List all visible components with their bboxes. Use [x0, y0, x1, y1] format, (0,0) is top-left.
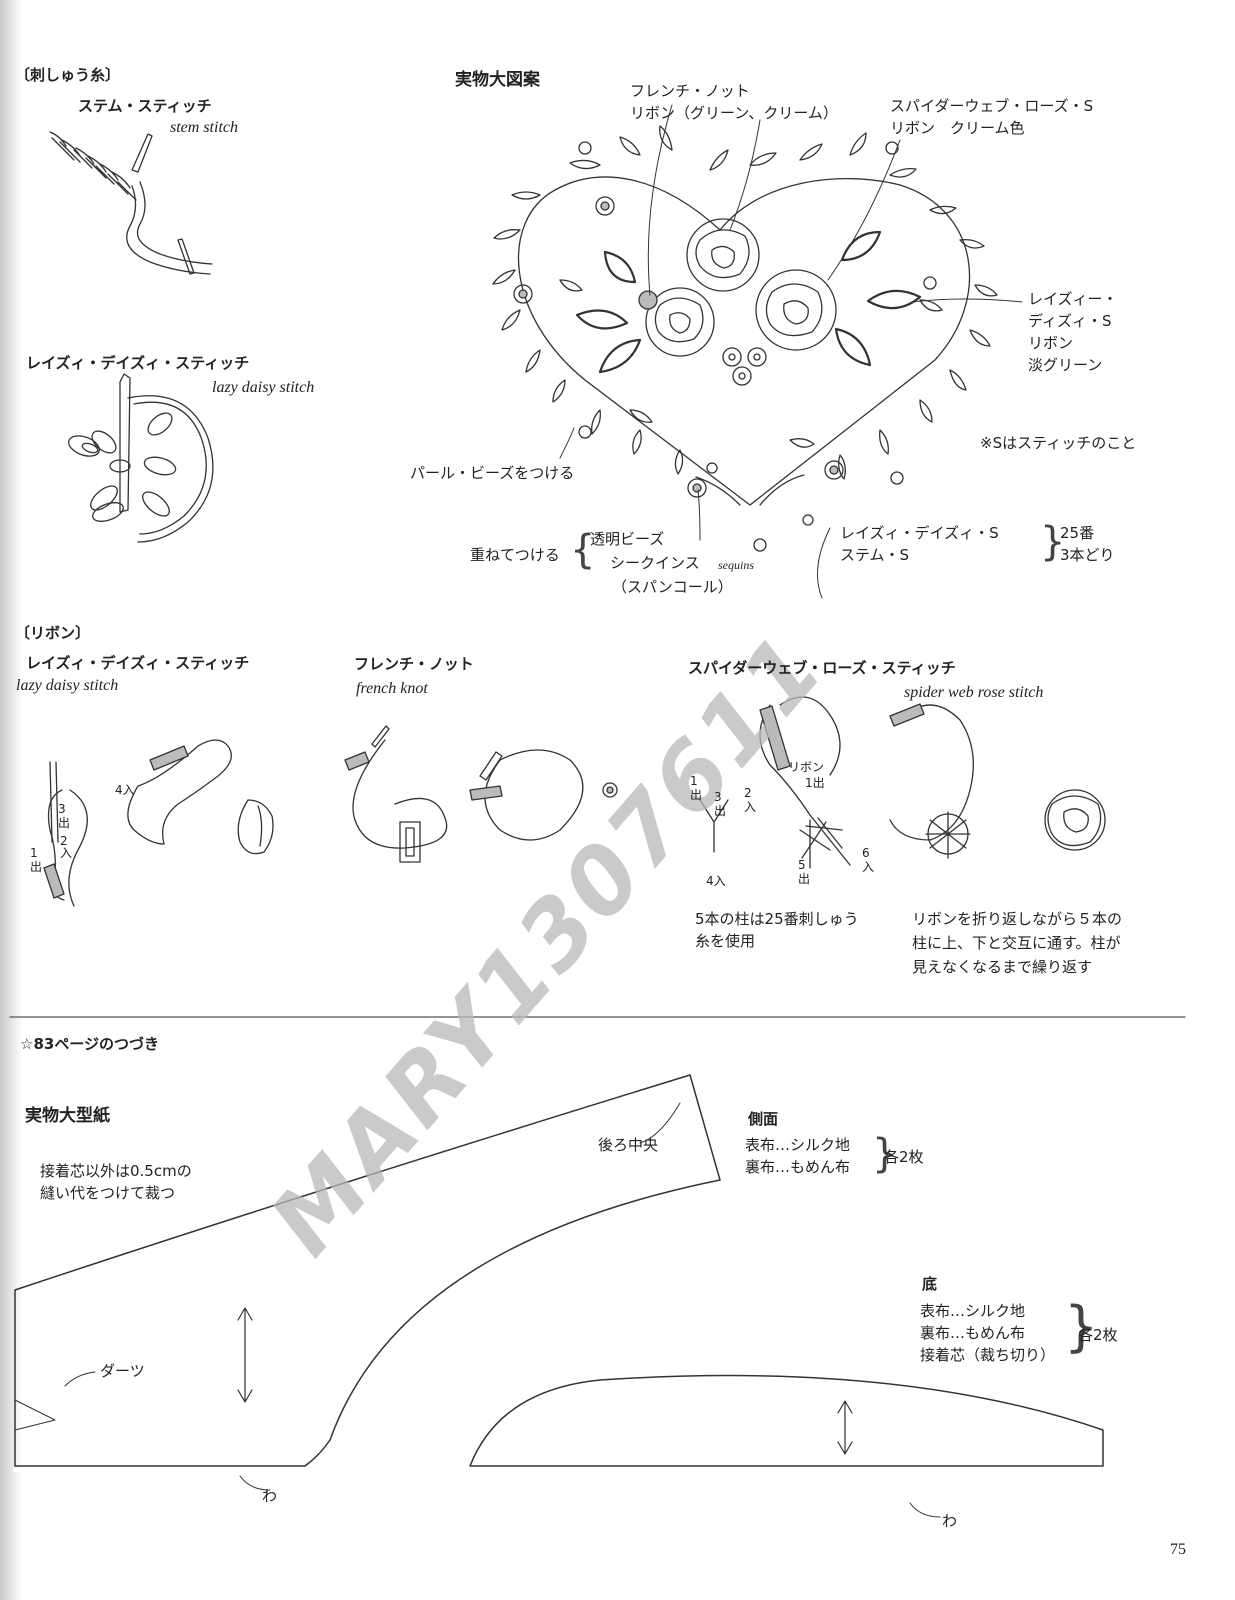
stem-stitch-title: ステム・スティッチ	[78, 97, 212, 115]
heart-pattern-illustration	[492, 104, 1023, 599]
stem-s-label: ステム・S	[840, 546, 910, 564]
weave-note-line-1: リボンを折り返しながら５本の	[912, 910, 1123, 928]
layer-brace: {	[570, 527, 596, 573]
ribbon-french-knot-english: french knot	[356, 680, 428, 697]
sw-step-3-out: 出	[714, 804, 727, 818]
thread-brace: }	[1040, 519, 1066, 565]
lazy-label-line-3: リボン	[1028, 334, 1074, 352]
step-3-out: 出	[58, 816, 71, 830]
ribbon-lazy-daisy-steps	[43, 739, 274, 907]
page-gutter-shadow	[0, 0, 22, 1600]
french-knot-ribbon-label: リボン（グリーン、クリーム）	[630, 104, 838, 122]
sw-ribbon-1-out: 1出	[805, 776, 825, 790]
pearl-bead-label: パール・ビーズをつける	[410, 464, 575, 482]
spider-web-roses	[645, 218, 837, 357]
fold-label-side: わ	[262, 1487, 278, 1505]
side-line-2: 裏布…もめん布	[745, 1158, 851, 1176]
side-brace: }	[872, 1131, 898, 1177]
stem-stitch-english: stem stitch	[170, 119, 238, 136]
lazy-daisy-thread-illustration	[68, 373, 214, 543]
weave-note-line-3: 見えなくなるまで繰り返す	[912, 958, 1093, 976]
seam-note-line-2: 縫い代をつけて裁つ	[40, 1184, 176, 1202]
ribbon-lazy-daisy-english: lazy daisy stitch	[16, 677, 119, 694]
bottom-brace: }	[1064, 1295, 1099, 1358]
spangle-label: （スパンコール）	[612, 578, 733, 596]
bottom-pattern-piece	[468, 1374, 1105, 1518]
lazy-label-line-1: レイズィー・	[1028, 290, 1118, 308]
bottom-count: 各2枚	[1078, 1326, 1118, 1344]
spider-web-rose-steps	[699, 696, 1106, 869]
french-knot-steps	[344, 725, 618, 863]
bottom-line-2: 裏布…もめん布	[920, 1324, 1026, 1342]
side-title: 側面	[748, 1110, 779, 1128]
ribbon-section-header: 〔リボン〕	[15, 624, 91, 642]
clear-beads-label: 透明ビーズ	[590, 530, 665, 548]
seam-note-line-1: 接着芯以外は0.5cmの	[40, 1162, 192, 1180]
stitch-abbrev-note: ※Sはスティッチのこと	[980, 434, 1137, 452]
step-1: 1	[30, 846, 38, 860]
sw-step-1: 1	[690, 774, 698, 788]
pattern-title: 実物大図案	[455, 70, 540, 90]
sequins-english: sequins	[718, 558, 754, 572]
bottom-line-1: 表布…シルク地	[920, 1302, 1026, 1320]
sw-ribbon-label: リボン	[788, 760, 825, 774]
stem-stitch-illustration	[49, 131, 213, 275]
french-knot-label: フレンチ・ノット	[630, 82, 750, 100]
layer-label: 重ねてつける	[470, 546, 560, 564]
lazy-daisy-thread-title: レイズィ・デイズィ・スティッチ	[26, 354, 250, 372]
sw-step-1-out: 出	[690, 788, 703, 802]
thread-strands: 3本どり	[1060, 546, 1115, 564]
lazy-daisy-thread-english: lazy daisy stitch	[212, 379, 315, 396]
sw-step-5: 5	[798, 858, 806, 872]
spider-web-ribbon-label: リボン クリーム色	[890, 119, 1025, 137]
full-size-pattern-title: 実物大型紙	[25, 1106, 110, 1126]
side-pattern-piece	[13, 1074, 721, 1491]
sequins-label: シークインス	[610, 554, 700, 572]
pillars-note-line-1: 5本の柱は25番刺しゅう	[695, 910, 859, 928]
weave-note-line-2: 柱に上、下と交互に通す。柱が	[912, 934, 1121, 952]
lazy-label-line-2: ディズィ・S	[1028, 312, 1112, 330]
back-center-label: 後ろ中央	[598, 1136, 659, 1154]
ribbon-spider-title: スパイダーウェブ・ローズ・スティッチ	[688, 659, 956, 677]
step-1-out: 出	[30, 860, 43, 874]
sw-step-2: 2	[744, 786, 752, 800]
bottom-line-3: 接着芯（裁ち切り）	[920, 1346, 1056, 1364]
sw-step-3: 3	[714, 790, 722, 804]
thread-number: 25番	[1060, 524, 1095, 542]
sw-step-6-in: 入	[862, 860, 875, 874]
sw-step-4-in: 4入	[706, 874, 726, 888]
step-4-in: 4入	[115, 783, 135, 797]
spider-web-label: スパイダーウェブ・ローズ・S	[890, 97, 1094, 115]
ribbon-spider-english: spider web rose stitch	[904, 684, 1044, 701]
side-count: 各2枚	[884, 1148, 924, 1166]
sw-step-2-in: 入	[744, 800, 757, 814]
side-line-1: 表布…シルク地	[745, 1136, 851, 1154]
lazy-daisy-s-label: レイズィ・デイズィ・S	[840, 524, 999, 542]
thread-section-header: 〔刺しゅう糸〕	[15, 66, 121, 84]
ribbon-french-knot-title: フレンチ・ノット	[354, 655, 474, 673]
continuation-title: ☆83ページのつづき	[20, 1035, 160, 1053]
fold-label-bottom: わ	[942, 1512, 958, 1530]
step-2: 2	[60, 834, 68, 848]
ribbon-lazy-daisy-title: レイズィ・デイズィ・スティッチ	[26, 654, 250, 672]
step-2-in: 入	[60, 846, 73, 860]
dart-label: ダーツ	[100, 1362, 145, 1380]
sw-step-6: 6	[862, 846, 870, 860]
pillars-note-line-2: 糸を使用	[695, 932, 756, 950]
page-number: 75	[1170, 1541, 1186, 1558]
lazy-label-line-4: 淡グリーン	[1028, 356, 1103, 374]
sw-step-5-out: 出	[798, 872, 811, 886]
bottom-title: 底	[922, 1275, 938, 1293]
step-3: 3	[58, 802, 66, 816]
